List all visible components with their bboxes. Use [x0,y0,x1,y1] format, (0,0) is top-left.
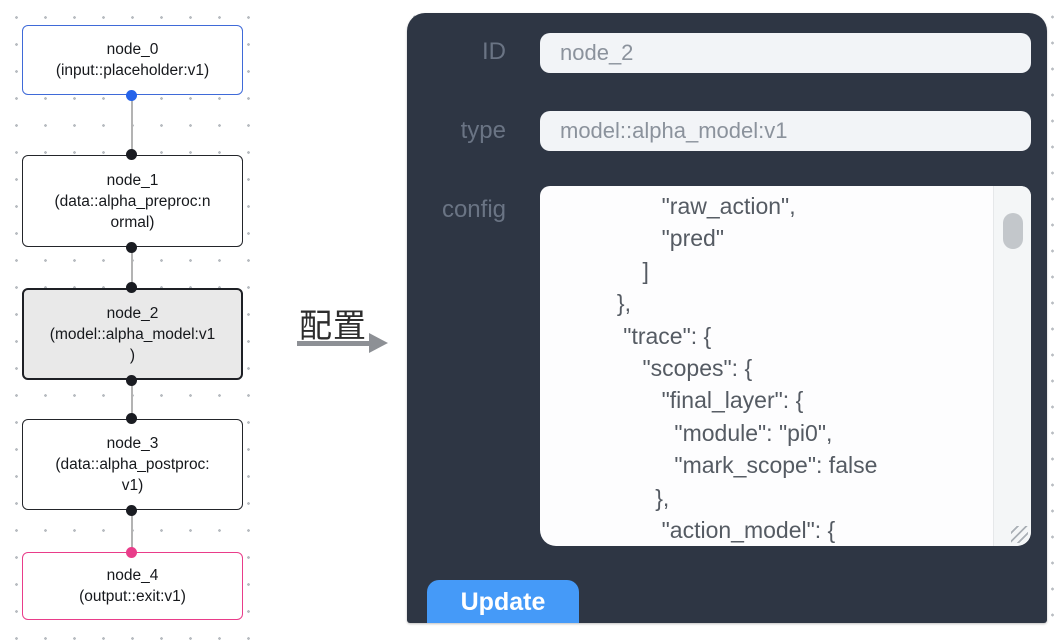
type-field-label: type [460,117,506,144]
id-field-label: ID [482,38,506,65]
port-input-node_1[interactable] [126,149,137,160]
port-output-node_0[interactable] [126,90,137,101]
edge-node_2-node_3 [131,380,133,419]
config-json-text: "raw_action", "pred" ] }, "trace": { "sc… [616,193,878,544]
config-annotation-label: 配置 [299,307,367,344]
edge-node_1-node_2 [131,247,133,288]
node-type-label: (input::placeholder:v1) [55,62,210,79]
update-button[interactable]: Update [427,580,579,623]
node-type-label: (data::alpha_postproc: v1) [55,456,210,494]
flow-node-node_0[interactable]: node_0 (input::placeholder:v1) [22,25,243,95]
node-type-label: (output::exit:v1) [79,588,186,605]
flow-node-node_2-selected[interactable]: node_2 (model::alpha_model:v1 ) [22,288,243,380]
type-field-input[interactable] [540,111,1031,151]
node-title: node_2 [106,304,159,322]
port-output-node_1[interactable] [126,242,137,253]
node-title: node_0 [106,41,159,58]
flow-node-node_4[interactable]: node_4 (output::exit:v1) [22,552,243,620]
node-inspector-panel: ID type config "raw_action", "pred" ] },… [407,13,1047,623]
config-scrollbar-thumb[interactable] [1003,213,1023,249]
node-title: node_4 [106,567,159,584]
flow-node-node_1[interactable]: node_1 (data::alpha_preproc:n ormal) [22,155,243,247]
config-editor[interactable]: "raw_action", "pred" ] }, "trace": { "sc… [540,186,1031,546]
port-input-node_4[interactable] [126,547,137,558]
port-output-node_2[interactable] [126,375,137,386]
node-type-label: (data::alpha_preproc:n ormal) [54,192,211,231]
edge-node_0-node_1 [131,95,133,155]
resize-handle-icon[interactable] [1011,526,1028,543]
flow-node-node_3[interactable]: node_3 (data::alpha_postproc: v1) [22,419,243,510]
node-title: node_1 [106,171,159,189]
config-scrollbar[interactable] [993,186,1031,546]
node-type-label: (model::alpha_model:v1 ) [49,325,216,364]
port-input-node_2[interactable] [126,282,137,293]
edge-node_3-node_4 [131,510,133,552]
id-field-input[interactable] [540,33,1031,73]
arrow-right-icon [369,333,388,353]
port-input-node_3[interactable] [126,413,137,424]
arrow-right-icon [297,341,371,346]
port-output-node_3[interactable] [126,505,137,516]
node-title: node_3 [106,435,159,452]
config-field-label: config [441,196,506,223]
